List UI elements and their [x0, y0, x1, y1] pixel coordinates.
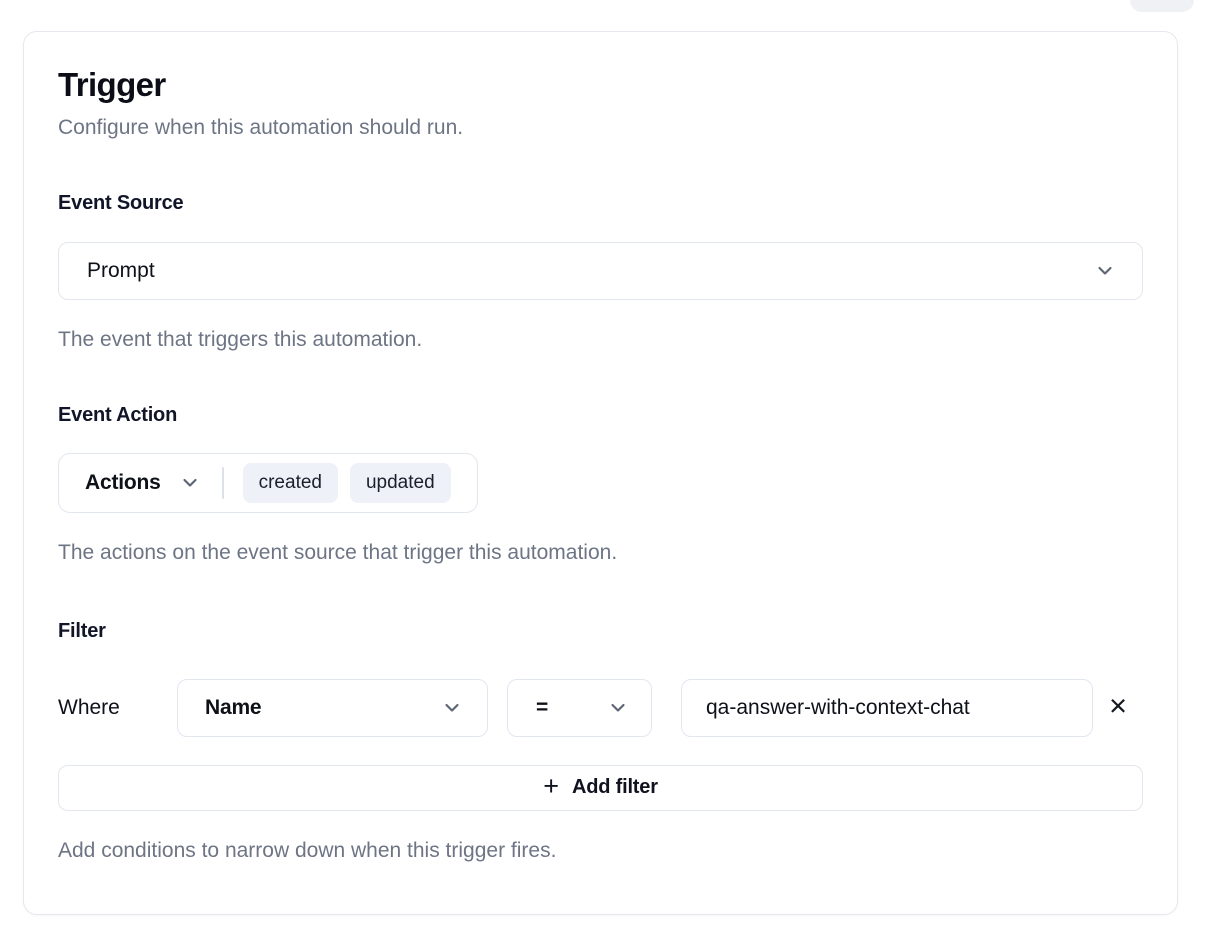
add-filter-label: Add filter [572, 776, 658, 798]
event-source-label: Event Source [58, 192, 184, 215]
event-action-label: Event Action [58, 404, 178, 427]
cutoff-element [1130, 0, 1194, 12]
filter-field-select[interactable]: Name [177, 678, 488, 737]
event-source-select[interactable]: Prompt [58, 242, 1143, 301]
filter-label: Filter [58, 619, 106, 642]
event-action-help: The actions on the event source that tri… [58, 541, 618, 565]
event-source-value: Prompt [87, 259, 155, 283]
where-label: Where [58, 695, 120, 719]
page-subtitle: Configure when this automation should ru… [58, 115, 464, 139]
filter-help: Add conditions to narrow down when this … [58, 838, 557, 862]
event-action-section: Event Action Actions created updated The… [58, 404, 1143, 565]
filter-operator-select[interactable]: = [507, 678, 652, 737]
action-badge-created[interactable]: created [242, 463, 338, 504]
divider [221, 467, 224, 500]
event-source-section: Event Source Prompt The event that trigg… [58, 192, 1143, 352]
chevron-down-icon [445, 703, 459, 712]
event-source-help: The event that triggers this automation. [58, 328, 423, 352]
add-filter-button[interactable]: + Add filter [58, 764, 1143, 811]
chevron-down-icon [611, 703, 625, 712]
chevron-down-icon [183, 479, 197, 487]
filter-operator-value: = [536, 695, 549, 719]
event-action-control: Actions created updated [58, 453, 478, 514]
page-title: Trigger [58, 66, 166, 103]
close-icon: × [1108, 688, 1128, 723]
trigger-panel: Trigger Configure when this automation s… [23, 31, 1178, 915]
filter-value-input[interactable] [681, 678, 1093, 737]
plus-icon: + [543, 770, 559, 801]
actions-dropdown-label: Actions [85, 471, 161, 495]
action-badge-updated[interactable]: updated [349, 463, 451, 504]
filter-row: Where Name = × [58, 678, 1143, 737]
actions-dropdown[interactable]: Actions [85, 471, 201, 495]
remove-filter-button[interactable]: × [1093, 683, 1143, 733]
chevron-down-icon [1098, 267, 1112, 275]
filter-section: Filter Where Name = × + Add fi [58, 620, 1143, 863]
filter-field-value: Name [205, 695, 262, 719]
